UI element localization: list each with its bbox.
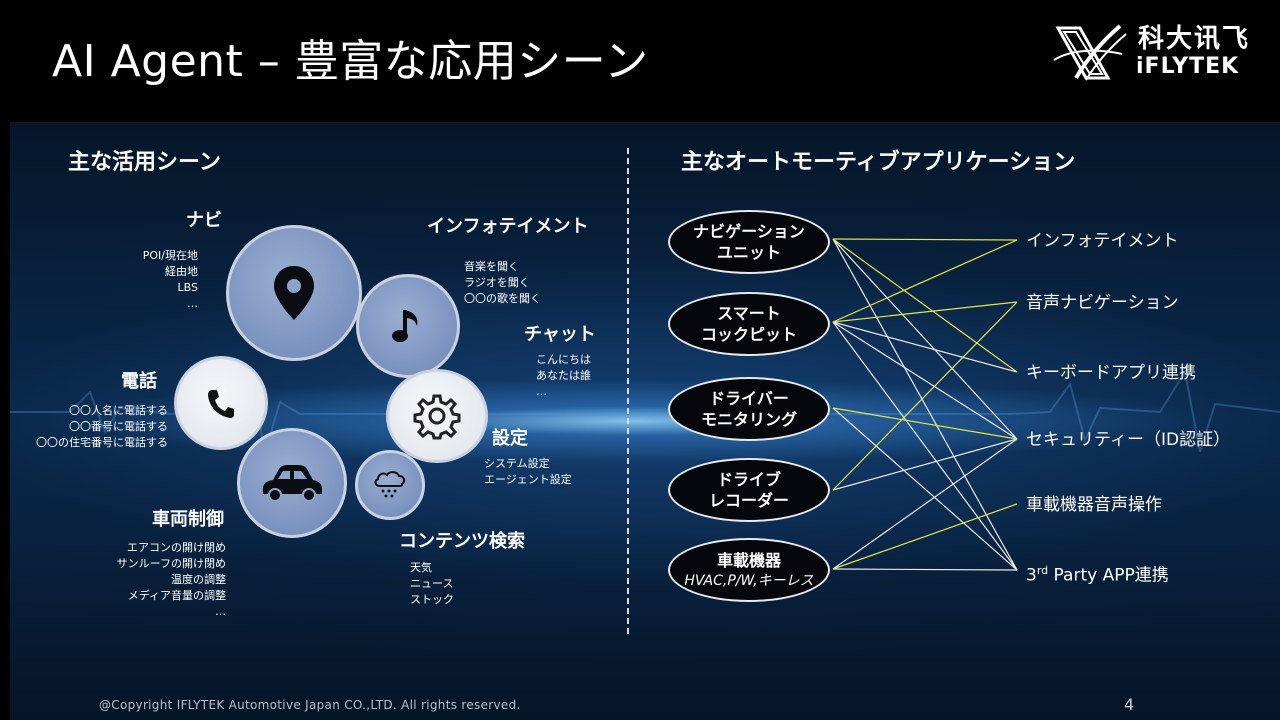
settings-items: システム設定 エージェント設定: [484, 457, 572, 486]
source-smart-cockpit: スマートコックピット: [668, 292, 830, 356]
ecg-wave-decoration: [10, 368, 1280, 453]
infotainment-title: インフォテイメント: [427, 216, 589, 237]
app-voice-control: 車載機器音声操作: [1026, 495, 1162, 515]
car-icon: [263, 465, 322, 502]
map-pin-icon: [274, 266, 314, 320]
app-voice-navigation: 音声ナビゲーション: [1026, 293, 1179, 313]
header-bar: AI Agent – 豊富な応用シーン 科大讯飞 iFLYTEK: [0, 0, 1280, 122]
content-search-title: コンテンツ検索: [399, 531, 525, 552]
page-number: 4: [1124, 695, 1135, 714]
connection-line-yellow: [832, 301, 1018, 323]
chat-title: チャット: [524, 324, 596, 345]
infotainment-items: 音楽を聞く ラジオを聞く 〇〇の歌を聞く: [464, 260, 541, 305]
music-note-icon: [392, 310, 418, 342]
gear-icon: [413, 394, 461, 440]
connection-line-white: [832, 438, 1018, 570]
logo-chinese: 科大讯飞: [1138, 24, 1251, 54]
connection-line-white: [832, 407, 1018, 571]
connection-line-white: [832, 321, 1018, 571]
connection-line-white: [832, 568, 1018, 571]
source-navigation-unit: ナビゲーションユニット: [668, 210, 830, 274]
connection-line-yellow: [832, 301, 1018, 491]
connection-line-white: [832, 438, 1018, 491]
connection-line-white: [832, 321, 1018, 373]
content-search-items: 天気 ニュース ストック: [410, 561, 454, 606]
vehicle-control-circle: [237, 428, 347, 538]
settings-title: 設定: [492, 428, 528, 449]
source-drive-recorder: ドライブレコーダー: [668, 458, 830, 522]
iflytek-mark-icon: [1053, 24, 1127, 81]
connection-line-yellow: [832, 238, 1018, 373]
app-keyboard-integration: キーボードアプリ連携: [1026, 363, 1196, 383]
navi-circle: [226, 225, 362, 361]
connection-line-yellow: [832, 503, 1018, 570]
copyright-footer: @Copyright IFLYTEK Automotive Japan CO.,…: [99, 698, 521, 712]
connection-line-yellow: [832, 239, 1018, 323]
content-search-circle: [355, 450, 425, 520]
phone-icon: [208, 390, 234, 418]
connection-line-yellow: [832, 238, 1018, 241]
logo-english: iFLYTEK: [1136, 54, 1240, 79]
connection-line-yellow: [832, 407, 1018, 440]
settings-circle: [386, 369, 488, 463]
connection-line-white: [832, 321, 1018, 440]
app-infotainment: インフォテイメント: [1026, 231, 1179, 251]
phone-circle: [174, 356, 268, 450]
phone-items: 〇〇人名に電話する 〇〇番号に電話する 〇〇の住宅番号に電話する: [36, 404, 168, 449]
navi-items: POI/現在地 経由地 LBS …: [142, 249, 198, 310]
iflytek-logo: 科大讯飞 iFLYTEK: [1050, 20, 1260, 86]
phone-title: 電話: [121, 371, 157, 392]
vehicle-control-title: 車両制御: [152, 509, 224, 530]
app-security: セキュリティー（ID認証）: [1026, 430, 1231, 450]
connection-line-white: [832, 238, 1018, 440]
connection-line-white: [832, 238, 1018, 571]
right-section-heading: 主なオートモーティブアプリケーション: [681, 150, 1076, 175]
section-divider: [627, 148, 629, 634]
vehicle-control-items: エアコンの開け閉め サンルーフの開け閉め 温度の調整 メディア音量の調整 …: [116, 541, 226, 618]
source-driver-monitoring: ドライバーモニタリング: [668, 377, 830, 441]
navi-title: ナビ: [186, 210, 222, 231]
left-section-heading: 主な活用シーン: [68, 150, 221, 175]
app-third-party: 3rd Party APP連携: [1026, 564, 1169, 586]
slide-title: AI Agent – 豊富な応用シーン: [52, 36, 649, 87]
cloud-rain-icon: [374, 471, 406, 498]
chat-items: こんにちは あなたは誰 …: [536, 353, 591, 398]
